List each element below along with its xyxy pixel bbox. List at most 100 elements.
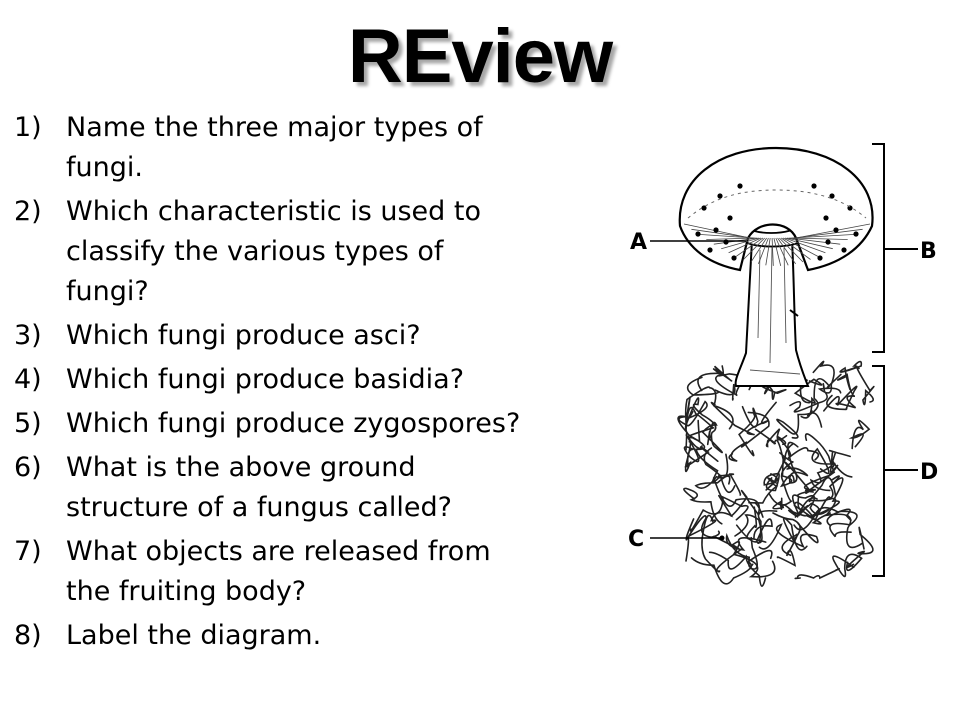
spore-dot — [727, 215, 733, 221]
hypha-strand — [725, 532, 767, 568]
question-number: 3) — [14, 320, 42, 351]
hypha-strand — [694, 453, 731, 489]
gill-line — [786, 237, 833, 250]
question-text: Which fungi produce zygospores? — [66, 408, 521, 439]
hypha-strand — [754, 428, 788, 448]
hypha-strand — [697, 365, 733, 392]
gill-line — [758, 237, 769, 265]
hyphae-mycelium-icon — [677, 360, 875, 587]
spore-dot — [695, 231, 701, 237]
hypha-strand — [804, 433, 836, 494]
spore-dot — [723, 239, 729, 245]
hypha-strand — [811, 447, 851, 475]
question-item: 1) Name the three major types of fungi. — [14, 108, 534, 188]
gill-line — [777, 237, 796, 265]
hypha-strand — [796, 488, 830, 515]
mushroom-diagram: A B D C — [628, 143, 939, 587]
label-c: C — [628, 527, 725, 553]
hypha-strand — [823, 385, 858, 412]
label-b-text: B — [920, 239, 937, 264]
hypha-strand — [758, 522, 819, 550]
hypha-strand — [684, 386, 734, 430]
hypha-strand — [685, 397, 717, 441]
gill-line — [728, 237, 762, 254]
hypha-strand — [835, 373, 857, 409]
gill-line — [765, 237, 771, 266]
hypha-strand — [789, 382, 828, 413]
hypha-strand — [683, 487, 723, 525]
question-item: 3) Which fungi produce asci? — [14, 316, 534, 356]
question-text: Which characteristic is used to classify… — [66, 196, 481, 307]
question-list: 1) Name the three major types of fungi. … — [14, 108, 534, 660]
spore-dot — [829, 193, 835, 199]
hypha-strand — [776, 410, 813, 439]
question-text: Label the diagram. — [66, 620, 322, 651]
gill-line — [788, 237, 841, 245]
hypha-strand — [814, 496, 864, 549]
gill-line — [691, 228, 752, 239]
spore-dot — [713, 227, 719, 233]
spore-dot — [717, 193, 723, 199]
hypha-strand — [832, 553, 863, 578]
gill-line — [781, 237, 811, 260]
hypha-strand — [808, 475, 840, 503]
mushroom-cap-icon — [678, 146, 874, 272]
question-item: 2) Which characteristic is used to class… — [14, 192, 534, 312]
hypha-strand — [689, 495, 749, 532]
spore-dot — [707, 247, 713, 253]
question-number: 1) — [14, 112, 42, 143]
question-item: 7) What objects are released from the fr… — [14, 532, 534, 612]
hypha-strand — [791, 494, 820, 518]
hypha-strand — [748, 480, 779, 518]
gill-line — [792, 234, 856, 239]
question-text: Name the three major types of fungi. — [66, 112, 483, 183]
hypha-strand — [776, 533, 799, 567]
question-text: What is the above ground structure of a … — [66, 452, 452, 523]
hypha-strand — [809, 459, 853, 492]
gill-line — [773, 237, 782, 266]
mushroom-stalk-icon — [734, 239, 810, 387]
gill-line — [706, 237, 756, 240]
spore-dot — [841, 247, 847, 253]
hypha-strand — [787, 509, 831, 525]
gill-line — [735, 237, 764, 257]
question-item: 6) What is the above ground structure of… — [14, 448, 534, 528]
question-item: 5) Which fungi produce zygospores? — [14, 404, 534, 444]
hypha-strand — [812, 360, 842, 394]
gill-line — [795, 223, 871, 239]
spore-dot — [853, 231, 859, 237]
label-d-text: D — [920, 460, 938, 485]
question-text: What objects are released from the fruit… — [66, 536, 491, 607]
label-a: A — [630, 230, 746, 256]
question-number: 2) — [14, 196, 42, 227]
hypha-strand — [773, 439, 795, 488]
hypha-strand — [793, 378, 823, 419]
gill-line — [775, 237, 789, 266]
hypha-strand — [703, 447, 742, 496]
gill-line — [771, 237, 774, 266]
hypha-strand — [768, 452, 794, 506]
hypha-strand — [839, 360, 863, 391]
question-number: 7) — [14, 536, 42, 567]
spore-dot — [701, 205, 707, 211]
hypha-strand — [701, 514, 743, 573]
hypha-strand — [683, 433, 703, 469]
gill-line — [750, 237, 767, 263]
question-text: Which fungi produce asci? — [66, 320, 421, 351]
hypha-strand — [856, 366, 875, 406]
hypha-strand — [846, 526, 874, 568]
slide-title: REview — [347, 14, 613, 99]
question-item: 8) Label the diagram. — [14, 616, 534, 656]
hypha-strand — [794, 567, 840, 580]
hypha-strand — [848, 419, 871, 450]
gill-line — [698, 234, 754, 239]
gill-line — [743, 237, 765, 260]
hypha-strand — [690, 549, 773, 585]
bracket-b-icon — [872, 143, 918, 353]
gill-line — [779, 237, 804, 263]
spore-dot — [833, 227, 839, 233]
question-number: 5) — [14, 408, 42, 439]
gill-line — [721, 237, 760, 250]
spore-dot — [811, 183, 817, 189]
hypha-strand — [689, 435, 736, 494]
